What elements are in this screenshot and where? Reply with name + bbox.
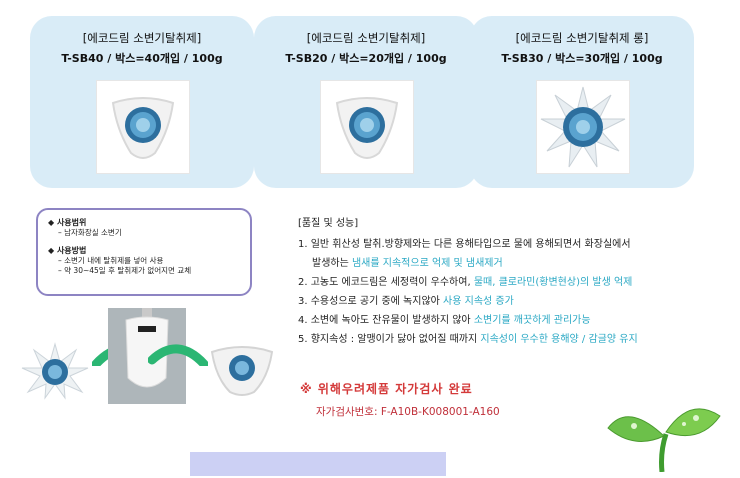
product-spec: T-SB30 / 박스=30개입 / 100g bbox=[501, 52, 663, 65]
quality-highlight: 지속성이 우수한 용해양 / 감글양 유지 bbox=[480, 334, 638, 345]
certification-title: ※ 위해우려제품 자가검사 완료 bbox=[300, 382, 473, 396]
quality-text: 2. 고농도 에코드림은 세정력이 우수하여, bbox=[298, 277, 474, 288]
product-spec: T-SB20 / 박스=20개입 / 100g bbox=[285, 52, 447, 65]
quality-highlight: 냄새를 지속적으로 억제 및 냄새제거 bbox=[351, 258, 503, 269]
usage-scope-heading: ◆ 사용범위 bbox=[48, 218, 87, 227]
product-title: [에코드림 소변기탈취제] bbox=[306, 31, 426, 45]
product-title: [에코드림 소변기탈취제] bbox=[82, 31, 202, 45]
quality-text: 발생하는 bbox=[312, 258, 352, 269]
bottom-bar bbox=[190, 452, 446, 476]
quality-text: 3. 수용성으로 공기 중에 녹지않아 bbox=[298, 296, 444, 307]
quality-highlight: 소변기를 깨끗하게 관리가능 bbox=[473, 315, 591, 326]
certification-number: 자가검사번호: F-A10B-K008001-A160 bbox=[316, 406, 500, 418]
quality-section: [품질 및 성능] 1. 일반 휘산성 탈취.방향제와는 다른 용해타입으로 물… bbox=[298, 214, 738, 349]
product-photo-star bbox=[20, 340, 90, 400]
quality-line-3: 3. 수용성으로 공기 중에 녹지않아 사용 지속성 증가 bbox=[298, 292, 738, 311]
usage-info-box: ◆ 사용범위 – 남자화장실 소변기 ◆ 사용방법 – 소변기 내에 탈취제를 … bbox=[36, 208, 252, 296]
product-image-star-screen bbox=[536, 80, 630, 174]
sprout-icon bbox=[604, 392, 724, 473]
quality-heading: [품질 및 성능] bbox=[298, 218, 359, 229]
quality-line-1b: 발생하는 냄새를 지속적으로 억제 및 냄새제거 bbox=[298, 254, 738, 273]
product-photo-screen bbox=[208, 340, 276, 398]
quality-text: 4. 소변에 녹아도 잔유물이 발생하지 않아 bbox=[298, 315, 474, 326]
product-card-1: [에코드림 소변기탈취제] T-SB40 / 박스=40개입 / 100g bbox=[30, 16, 254, 188]
product-image-screen bbox=[320, 80, 414, 174]
urinal-photo bbox=[108, 308, 186, 404]
usage-scope-item: – 남자화장실 소변기 bbox=[58, 228, 122, 237]
product-title: [에코드림 소변기탈취제 롱] bbox=[515, 31, 649, 45]
usage-method-item: – 소변기 내에 탈취제를 넣어 사용 bbox=[58, 256, 164, 265]
usage-method-heading: ◆ 사용방법 bbox=[48, 246, 87, 255]
quality-line-1: 1. 일반 휘산성 탈취.방향제와는 다른 용해타입으로 물에 용해되면서 화장… bbox=[298, 239, 631, 250]
product-card-2: [에코드림 소변기탈취제] T-SB20 / 박스=20개입 / 100g bbox=[254, 16, 478, 188]
usage-method-item: – 약 30~45일 후 탈취제가 없어지면 교체 bbox=[58, 266, 192, 275]
quality-text: 5. 향지속성 : 알맹이가 닳아 없어질 때까지 bbox=[298, 334, 481, 345]
quality-line-4: 4. 소변에 녹아도 잔유물이 발생하지 않아 소변기를 깨끗하게 관리가능 bbox=[298, 311, 738, 330]
product-image-screen bbox=[96, 80, 190, 174]
arrow-right-icon bbox=[147, 340, 209, 369]
product-card-3: [에코드림 소변기탈취제 롱] T-SB30 / 박스=30개입 / 100g bbox=[470, 16, 694, 188]
quality-highlight: 사용 지속성 증가 bbox=[443, 296, 514, 307]
quality-line-2: 2. 고농도 에코드림은 세정력이 우수하여, 물때, 클로라민(황변현상)의 … bbox=[298, 273, 738, 292]
quality-highlight: 물때, 클로라민(황변현상)의 발생 억제 bbox=[473, 277, 633, 288]
product-spec: T-SB40 / 박스=40개입 / 100g bbox=[61, 52, 223, 65]
quality-line-5: 5. 향지속성 : 알맹이가 닳아 없어질 때까지 지속성이 우수한 용해양 /… bbox=[298, 330, 738, 349]
